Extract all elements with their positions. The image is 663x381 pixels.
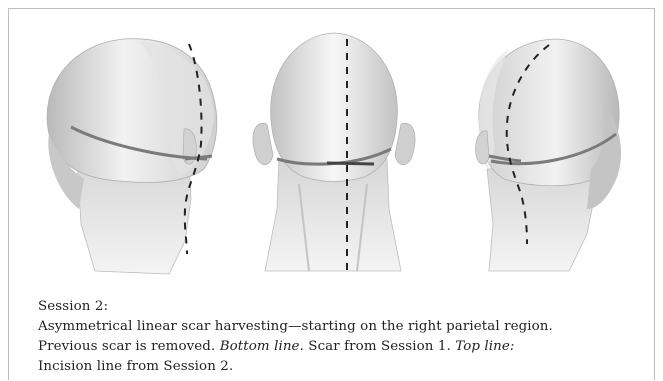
head-view-left-oblique (475, 39, 621, 271)
ear-left (253, 123, 273, 165)
caption-text: Scar from Session 1. (304, 339, 455, 354)
scar-line-overlap (327, 163, 374, 164)
caption-line-3: Incision line from Session 2. (38, 357, 650, 377)
figure-frame: Session 2: Asymmetrical linear scar harv… (8, 8, 655, 380)
figure-caption: Session 2: Asymmetrical linear scar harv… (38, 297, 650, 377)
ear-right (395, 123, 415, 165)
caption-text: Previous scar is removed. (38, 339, 220, 354)
top-line-label: Top line: (455, 339, 514, 354)
caption-line-1: Asymmetrical linear scar harvesting—star… (38, 317, 650, 337)
ear-shape (475, 131, 489, 164)
head-figures (9, 9, 656, 281)
caption-line-2: Previous scar is removed. Bottom line. S… (38, 337, 650, 357)
caption-heading: Session 2: (38, 297, 650, 317)
head-view-right-oblique (47, 39, 217, 274)
bottom-line-label: Bottom line. (220, 339, 304, 354)
head-shape (271, 33, 398, 182)
head-view-posterior (253, 33, 415, 271)
